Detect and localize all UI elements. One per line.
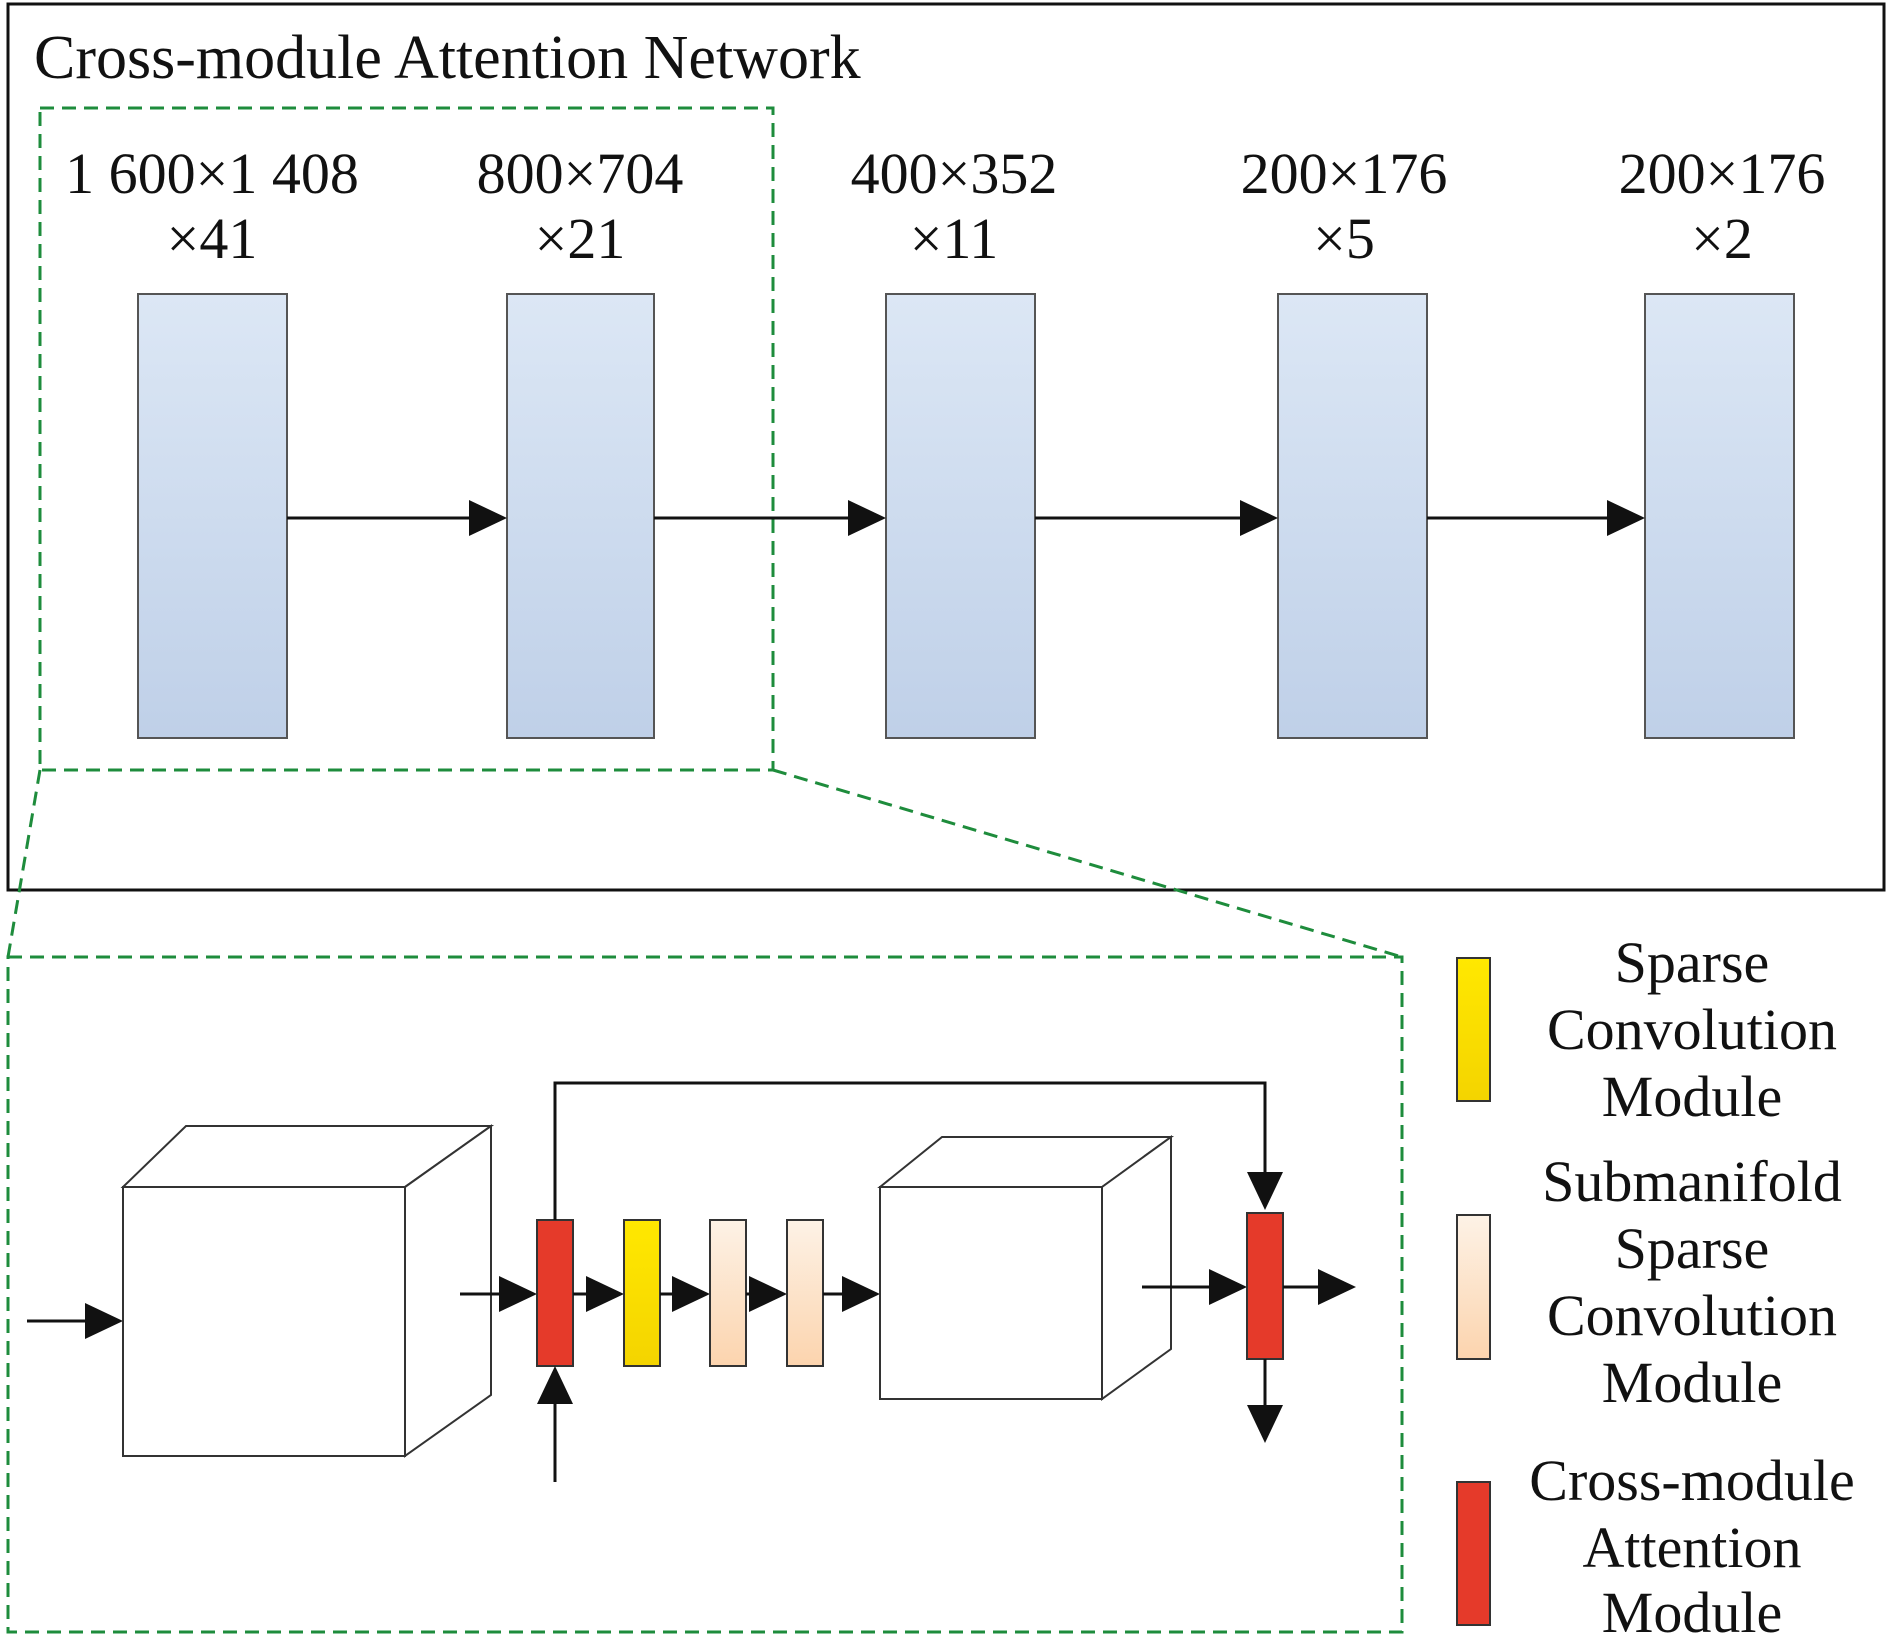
- arrow-to-attention-1: [460, 1276, 537, 1312]
- layer-arrows: [287, 500, 1645, 536]
- layer-4-channel-label: ×5: [1313, 206, 1375, 271]
- network-frame: [6, 2, 1886, 892]
- arrowhead-icon: [1209, 1269, 1247, 1305]
- arrowhead-icon: [499, 1276, 537, 1312]
- output-volume-cube: [877, 1135, 1175, 1401]
- layer-block-2: [506, 293, 655, 739]
- chain-arrow-4: [823, 1276, 880, 1312]
- arrowhead-icon: [1240, 500, 1278, 536]
- zoom-region: [38, 106, 775, 772]
- chain-arrow-3: [746, 1276, 787, 1312]
- layer-block-5: [1644, 293, 1795, 739]
- arrowhead-icon: [1318, 1269, 1356, 1305]
- layer-1-size-label: 1 600×1 408: [65, 141, 359, 206]
- legend-label-submanifold-line-2: Sparse: [1615, 1216, 1770, 1281]
- legend-label-sparse-conv-line-2: Convolution: [1547, 997, 1837, 1062]
- layer-1-channel-label: ×41: [167, 206, 258, 271]
- arrowhead-icon: [1247, 1405, 1283, 1443]
- arrowhead-icon: [469, 500, 507, 536]
- zoom-connectors: [6, 768, 1403, 959]
- legend: Sparse Convolution Module Submanifold Sp…: [1456, 930, 1855, 1638]
- legend-swatch-sparse-conv: [1456, 957, 1491, 1102]
- layer-2-channel-label: ×21: [535, 206, 626, 271]
- legend-label-submanifold-line-1: Submanifold: [1542, 1149, 1842, 1214]
- layer-labels: 1 600×1 408 ×41 800×704 ×21 400×352 ×11 …: [65, 141, 1825, 271]
- layer-block-3: [885, 293, 1036, 739]
- legend-swatch-submanifold-conv: [1456, 1214, 1491, 1360]
- attention-output-arrows: [1247, 1269, 1356, 1443]
- legend-label-attention-line-1: Cross-module: [1529, 1448, 1854, 1513]
- arrowhead-icon: [848, 500, 886, 536]
- legend-label-attention-line-2: Attention: [1582, 1515, 1801, 1580]
- attention-module-2: [1246, 1212, 1284, 1360]
- layer-3-channel-label: ×11: [910, 206, 999, 271]
- input-arrow: [27, 1303, 123, 1339]
- arrowhead-icon: [672, 1276, 710, 1312]
- arrowhead-icon: [85, 1303, 123, 1339]
- input-volume-cube: [120, 1124, 495, 1458]
- arrow-to-attention-2: [1142, 1269, 1247, 1305]
- layer-block-4: [1277, 293, 1428, 739]
- layer-4-size-label: 200×176: [1241, 141, 1448, 206]
- layer-2-size-label: 800×704: [477, 141, 684, 206]
- arrowhead-icon: [1247, 1172, 1283, 1210]
- sparse-conv-module: [623, 1219, 661, 1367]
- layer-blocks: [137, 293, 1795, 739]
- arrowhead-icon: [749, 1276, 787, 1312]
- arrowhead-icon: [1607, 500, 1645, 536]
- submanifold-conv-module-2: [786, 1219, 824, 1367]
- legend-label-attention-line-3: Module: [1602, 1580, 1782, 1638]
- arrowhead-icon: [537, 1366, 573, 1404]
- layer-5-channel-label: ×2: [1691, 206, 1753, 271]
- arrowhead-icon: [842, 1276, 880, 1312]
- attention-side-input-arrow: [537, 1366, 573, 1482]
- network-title: Cross-module Attention Network: [34, 24, 861, 92]
- chain-arrow-1: [573, 1276, 624, 1312]
- submanifold-conv-module-1: [709, 1219, 747, 1367]
- skip-connection: [553, 1081, 1267, 1220]
- legend-label-submanifold-line-3: Convolution: [1547, 1283, 1837, 1348]
- attention-module-1: [536, 1219, 574, 1367]
- legend-label-sparse-conv-line-3: Module: [1602, 1064, 1782, 1129]
- legend-swatch-attention: [1456, 1481, 1491, 1626]
- layer-block-1: [137, 293, 288, 739]
- layer-5-size-label: 200×176: [1619, 141, 1826, 206]
- legend-label-submanifold-line-4: Module: [1602, 1350, 1782, 1415]
- chain-arrow-2: [660, 1276, 710, 1312]
- legend-label-sparse-conv-line-1: Sparse: [1615, 930, 1770, 995]
- layer-3-size-label: 400×352: [851, 141, 1058, 206]
- arrowhead-icon: [586, 1276, 624, 1312]
